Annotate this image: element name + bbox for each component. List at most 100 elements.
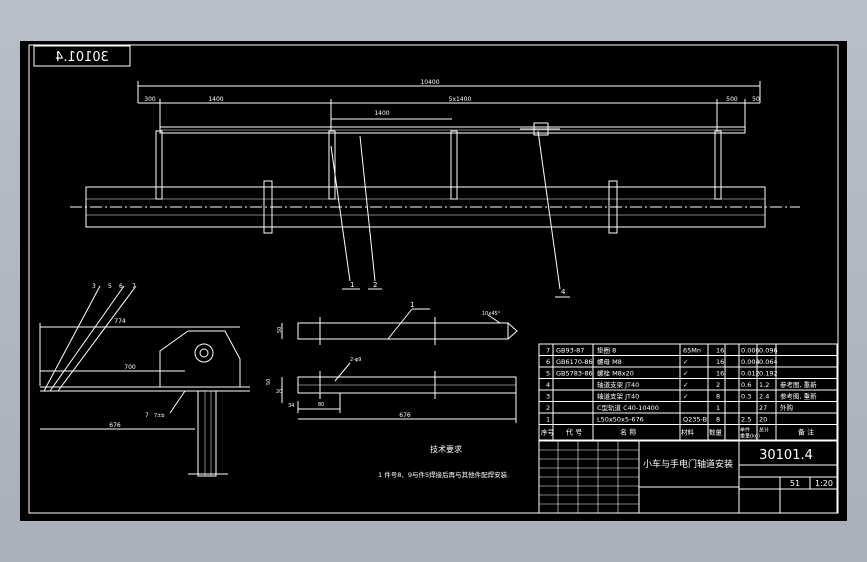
title-block — [538, 440, 838, 514]
bom-row-4-qty: 2 — [716, 381, 720, 389]
dim-gap: 7±b — [154, 413, 165, 419]
balloon-6: 6 — [119, 283, 123, 290]
balloon-1: 1 — [350, 281, 354, 289]
dim-left-end: 300 — [144, 96, 156, 103]
dim-b-20: 20 — [276, 389, 282, 395]
bom-row-7-total: 0.096 — [759, 347, 778, 355]
bom-row-2-qty: 1 — [716, 404, 720, 412]
dim-a-50: 50 — [277, 327, 283, 333]
bom-row-4-mat: ✓ — [683, 381, 688, 389]
main-tube — [70, 180, 800, 234]
bom-row-3-qty: 8 — [716, 393, 720, 401]
hangers — [155, 122, 722, 200]
dim-overall: 10400 — [420, 79, 439, 86]
sheet-code: 51 — [790, 479, 800, 488]
bom-header-code: 代 号 — [566, 428, 582, 437]
bom-row-5-no: 5 — [546, 370, 550, 378]
bom-row-1-mat: Q235-B — [683, 416, 707, 424]
cad-drawing: 30101.4 10400 300 1400 5x1400 500 50 140… — [28, 44, 839, 514]
bom-row-7-unit: 0.006 — [741, 347, 760, 355]
bom-row-6-code: GB6170-86 — [556, 358, 593, 366]
bom-row-3-note: 参考图, 重新 — [780, 392, 817, 401]
bom-row-3-total: 2.4 — [759, 393, 769, 401]
bom-row-5-mat: ✓ — [683, 370, 688, 378]
bom-header-weight: 重量(kg) — [740, 433, 760, 440]
bom-row-2-name: C型轨道 C40-10400 — [597, 403, 659, 412]
drawing-canvas[interactable]: 30101.4 10400 300 1400 5x1400 500 50 140… — [20, 41, 847, 521]
bom-row-6-qty: 16 — [716, 358, 724, 366]
dim-b-50: 50 — [266, 379, 272, 385]
span-dimensions: 300 1400 5x1400 500 50 1400 — [138, 96, 760, 131]
scale: 1:20 — [815, 479, 833, 488]
drawing-number-box-top — [33, 45, 131, 67]
bom-header-name: 名 称 — [620, 428, 636, 437]
bom-row-3-mat: ✓ — [683, 393, 688, 401]
overall-dimension: 10400 — [137, 79, 761, 103]
balloon-4: 4 — [561, 288, 566, 296]
dim-holes: 2-φ9 — [350, 357, 361, 363]
balloon-7: 7 — [132, 283, 136, 290]
bom-row-4-total: 1.2 — [759, 381, 769, 389]
bom-row-6-unit: 0.004 — [741, 358, 760, 366]
bom-row-4-no: 4 — [546, 381, 550, 389]
bom-row-7-name: 垫圈 8 — [597, 346, 616, 355]
bom-header-note: 备 注 — [798, 428, 814, 437]
bom-row-5-total: 0.192 — [759, 370, 778, 378]
bom-row-3-name: 轴道支架 JT40 — [597, 392, 639, 401]
dim-chamfer: 10x45° — [482, 311, 501, 317]
bom-row-1-no: 1 — [546, 416, 550, 424]
bom-row-3-unit: 0.3 — [741, 393, 751, 401]
bom-row-1-unit: 2.5 — [741, 416, 751, 424]
bom-row-1-total: 20 — [759, 416, 767, 424]
bom-row-3-no: 3 — [546, 393, 550, 401]
dim-700: 700 — [124, 364, 136, 371]
drawing-number-mirrored: 30101.4 — [55, 50, 109, 65]
bom-row-2-note: 外购 — [780, 403, 794, 412]
bom-header-material: 材料 — [681, 428, 695, 437]
bom-row-6-mat: ✓ — [683, 358, 688, 366]
dim-774: 774 — [114, 318, 126, 325]
balloon-3: 3 — [92, 283, 96, 290]
bom-header-qty: 数量 — [709, 428, 723, 437]
drawing-number: 30101.4 — [759, 448, 813, 463]
bom-row-5-name: 螺栓 M8x20 — [597, 369, 634, 378]
rail-beam — [159, 126, 746, 134]
bom-row-7-mat: 65Mn — [683, 347, 701, 355]
bom-row-6-total: 0.064 — [759, 358, 778, 366]
balloon-7-low: 7 — [145, 412, 149, 419]
balloon-part1: 1 — [410, 301, 414, 309]
tech-requirement-1: 1 件号8、9与件5焊接后再与其他件配焊安装. — [378, 470, 509, 479]
dim-b-676: 676 — [399, 412, 411, 419]
bom-row-7-no: 7 — [546, 347, 550, 355]
dim-b-80: 80 — [318, 402, 324, 408]
dim-right-end: 50 — [752, 96, 760, 103]
leaders — [330, 130, 570, 298]
bom-row-6-name: 螺母 M8 — [597, 357, 622, 366]
bom-row-7-qty: 16 — [716, 347, 724, 355]
bom-row-4-name: 轴道支架 JT40 — [597, 380, 639, 389]
dim-span-inner: 1400 — [374, 110, 389, 117]
bom-row-4-note: 参考图, 重新 — [780, 380, 817, 389]
bom-row-5-unit: 0.012 — [741, 370, 760, 378]
balloon-5: 5 — [108, 283, 112, 290]
inner-frame — [28, 44, 839, 514]
balloon-2: 2 — [373, 281, 377, 289]
dim-span-series: 5x1400 — [449, 96, 472, 103]
bom-row-1-qty: 8 — [716, 416, 720, 424]
title-block-name: 小车与手电门轴道安装 — [643, 458, 733, 470]
bom-row-7-code: GB93-87 — [556, 347, 584, 355]
bom-row-5-qty: 16 — [716, 370, 724, 378]
bom-row-4-unit: 0.6 — [741, 381, 751, 389]
bom-row-5-code: GB5783-86 — [556, 370, 593, 378]
detail-b — [281, 308, 518, 423]
tech-requirements-title: 技术要求 — [430, 444, 462, 454]
bom-row-6-no: 6 — [546, 358, 550, 366]
bom-header-total: 总计 — [759, 427, 769, 434]
detail-a — [39, 285, 250, 477]
bom-row-2-no: 2 — [546, 404, 550, 412]
dim-b-34: 34 — [288, 403, 294, 409]
dim-676: 676 — [109, 422, 121, 429]
bom-header-no: 序号 — [541, 428, 555, 437]
dim-right-span: 500 — [726, 96, 738, 103]
